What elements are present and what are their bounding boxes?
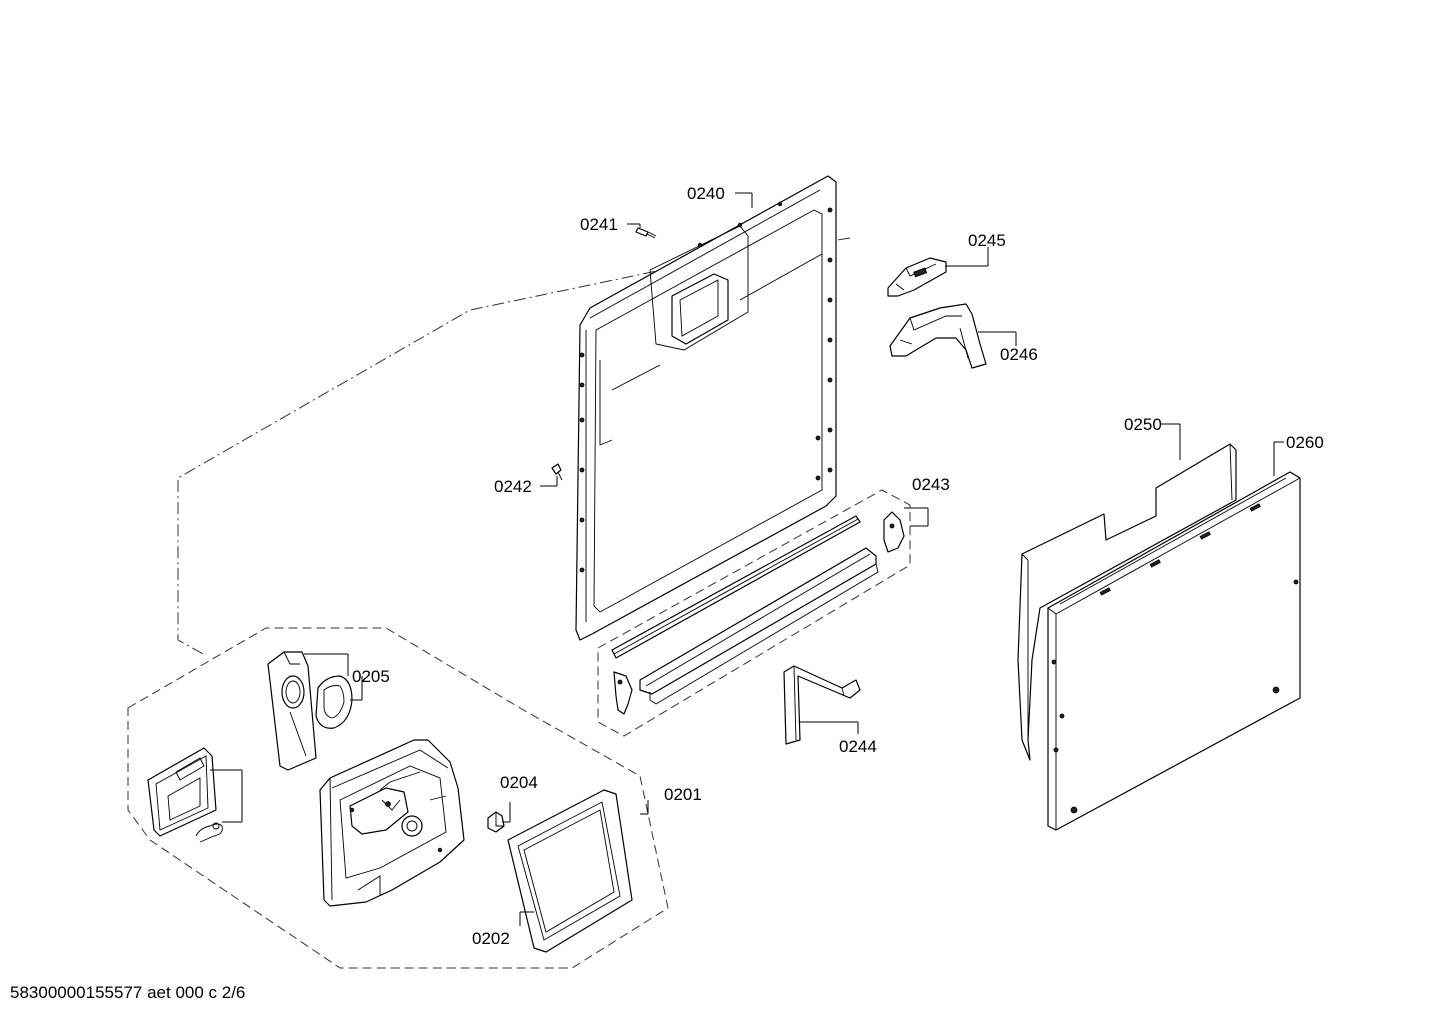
part-0205-dispenser-lid[interactable] (147, 747, 223, 843)
group-0243-boundary (597, 489, 911, 737)
part-0240-door-panel[interactable] (575, 175, 837, 641)
part-0250-insulation[interactable] (1017, 443, 1237, 761)
label-0201: 0201 (664, 785, 702, 804)
label-0245: 0245 (968, 231, 1006, 250)
label-0260: 0260 (1286, 433, 1324, 452)
label-0243: 0243 (912, 475, 950, 494)
part-0241-screw[interactable] (635, 227, 657, 239)
part-0260-outer-panel[interactable] (1047, 471, 1301, 831)
label-0203: 0204 (500, 773, 538, 792)
part-0246-lever[interactable] (889, 303, 987, 369)
label-0202: 0202 (472, 929, 510, 948)
part-0204-rinse-aid-cover[interactable] (267, 651, 353, 771)
part-0202-seal-frame[interactable] (507, 789, 633, 953)
label-0250: 0250 (1124, 415, 1162, 434)
part-0201-dispenser-body[interactable] (319, 739, 465, 907)
part-0244-bracket[interactable] (783, 665, 861, 745)
label-0240: 0240 (687, 184, 725, 203)
drawing-reference-code: 58300000155577 aet 000 c 2/6 (10, 983, 245, 1002)
label-0242: 0242 (494, 477, 532, 496)
part-0245-clip[interactable] (887, 257, 947, 297)
label-0241: 0241 (580, 215, 618, 234)
part-0242-screw[interactable] (551, 463, 563, 481)
label-0204: 0205 (352, 667, 390, 686)
group-0201-boundary (127, 627, 669, 969)
part-0243-rail[interactable] (611, 511, 905, 715)
label-0244: 0244 (839, 737, 877, 756)
label-0246: 0246 (1000, 345, 1038, 364)
part-0203-knob[interactable] (487, 811, 505, 833)
